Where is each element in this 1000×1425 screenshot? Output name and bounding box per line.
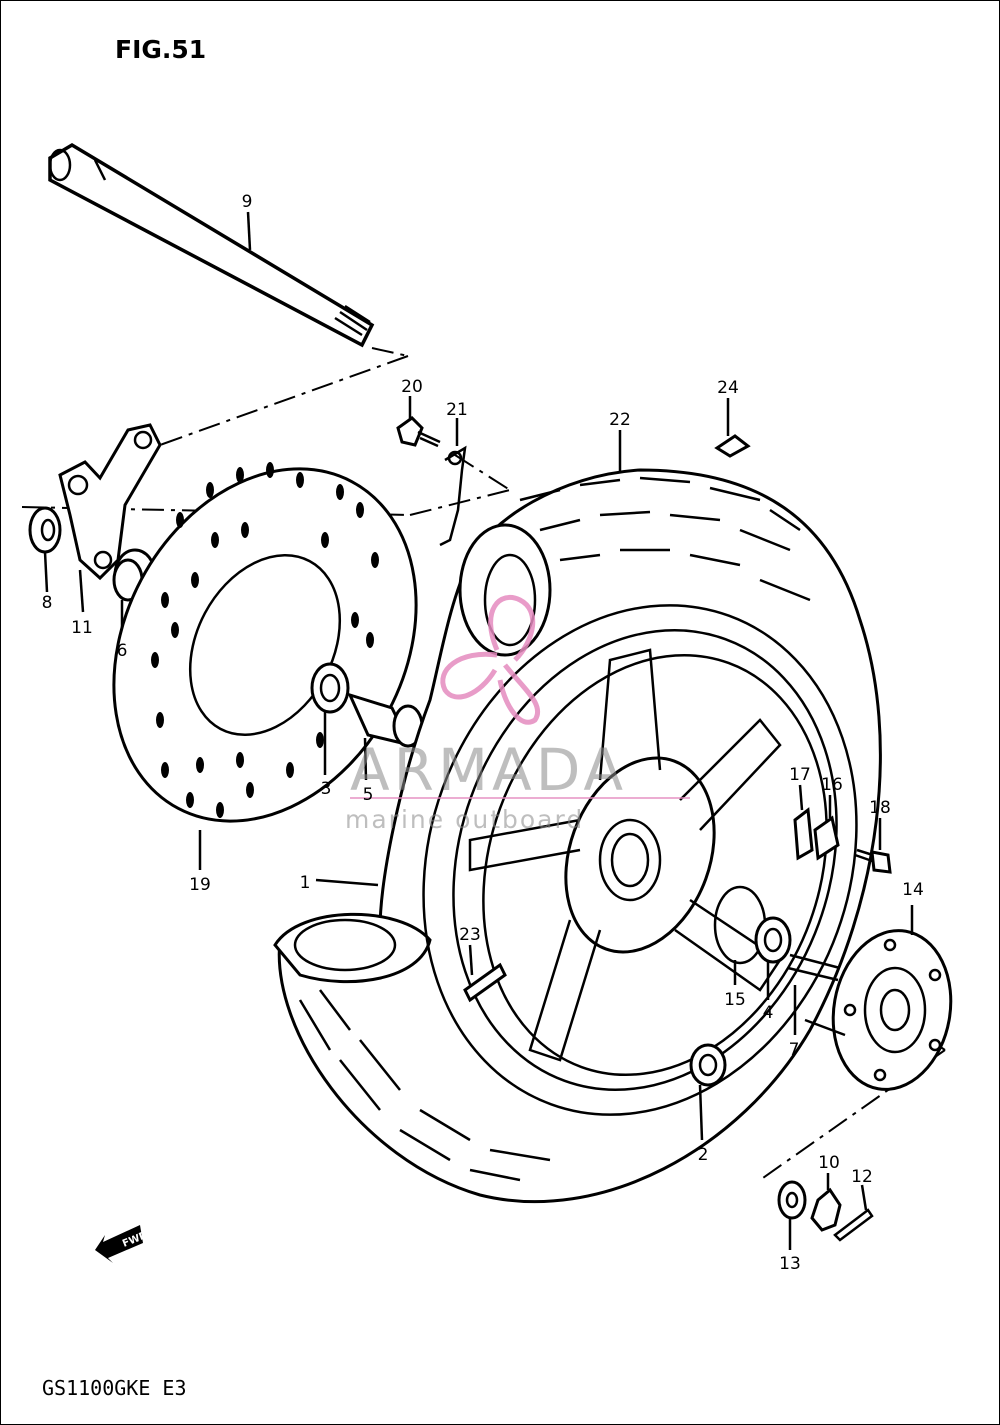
callout-12: 12 bbox=[851, 1167, 873, 1187]
callout-9: 9 bbox=[242, 192, 253, 212]
clip-21 bbox=[439, 418, 467, 547]
callout-16: 16 bbox=[821, 775, 843, 795]
bearing-3 bbox=[310, 662, 350, 775]
plate-17 bbox=[793, 784, 814, 861]
callout-10: 10 bbox=[818, 1153, 840, 1173]
sprocket-drum-14 bbox=[831, 905, 953, 1091]
washer-13 bbox=[777, 1180, 807, 1250]
balance-weight-24 bbox=[714, 398, 751, 458]
bearing-4 bbox=[754, 916, 792, 1000]
callout-7: 7 bbox=[789, 1040, 800, 1060]
figure-title: FIG.51 bbox=[115, 35, 206, 64]
front-axle bbox=[48, 142, 375, 348]
valve-23 bbox=[463, 944, 507, 1003]
watermark-tagline: marine outboard bbox=[345, 805, 584, 834]
callout-24: 24 bbox=[717, 378, 739, 398]
callout-11: 11 bbox=[71, 618, 93, 638]
callout-14: 14 bbox=[902, 880, 924, 900]
stud-7 bbox=[787, 953, 846, 1037]
callout-13: 13 bbox=[779, 1254, 801, 1274]
cotter-pin-12 bbox=[833, 1184, 874, 1242]
callout-20: 20 bbox=[401, 377, 423, 397]
plate-16 bbox=[813, 795, 840, 861]
spacer-2 bbox=[689, 1043, 727, 1141]
watermark-logo-icon bbox=[440, 595, 541, 725]
callout-18: 18 bbox=[869, 798, 891, 818]
callout-19: 19 bbox=[189, 875, 211, 895]
caliper-bracket bbox=[58, 423, 162, 613]
callout-23: 23 bbox=[459, 925, 481, 945]
spacer-8 bbox=[28, 506, 62, 593]
callout-6: 6 bbox=[117, 641, 128, 661]
callout-21: 21 bbox=[446, 400, 468, 420]
nut-10 bbox=[810, 1173, 842, 1232]
callout-4: 4 bbox=[763, 1003, 774, 1023]
bolt-20 bbox=[396, 396, 441, 448]
callout-labels: 1 2 3 4 5 6 7 8 9 10 11 12 13 14 15 16 1… bbox=[42, 192, 924, 1274]
callout-1: 1 bbox=[300, 873, 311, 893]
callout-22: 22 bbox=[609, 410, 631, 430]
callout-17: 17 bbox=[789, 765, 811, 785]
fwd-arrow-icon: FWD bbox=[95, 1225, 149, 1263]
callout-3: 3 bbox=[321, 779, 332, 799]
watermark: ARMADA marine outboard bbox=[345, 595, 690, 834]
watermark-brand: ARMADA bbox=[350, 736, 627, 804]
callout-2: 2 bbox=[698, 1145, 709, 1165]
spacer-5 bbox=[347, 692, 424, 781]
callout-8: 8 bbox=[42, 593, 53, 613]
rear-wheel-assembly bbox=[273, 430, 882, 1204]
model-code: GS1100GKE E3 bbox=[42, 1376, 187, 1400]
bolt-18 bbox=[854, 818, 892, 874]
callout-5: 5 bbox=[363, 785, 374, 805]
callout-15: 15 bbox=[724, 990, 746, 1010]
